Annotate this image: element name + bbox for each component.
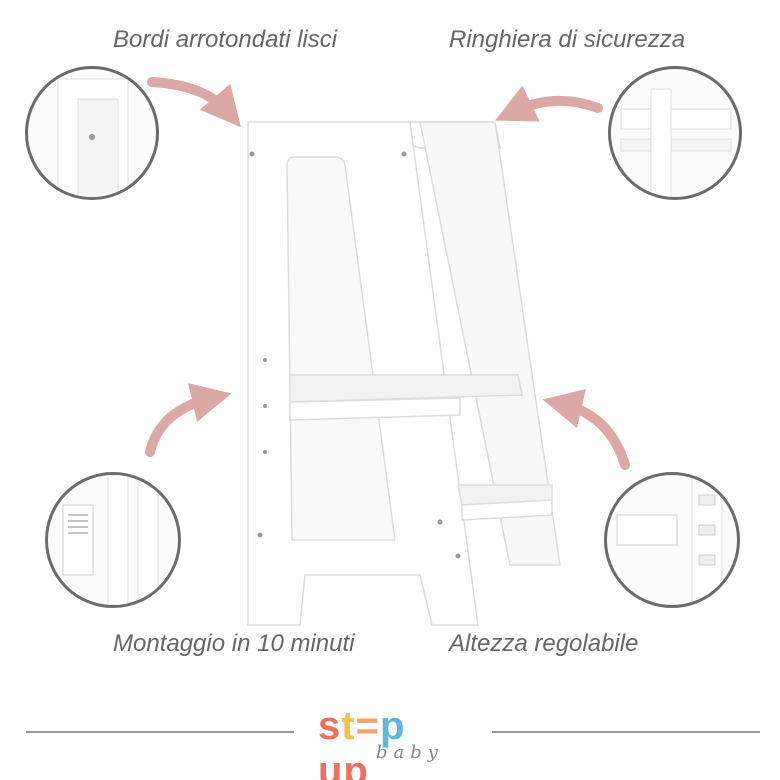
divider-left (26, 731, 294, 733)
edge-detail-image (57, 78, 129, 197)
height-detail-image (616, 475, 723, 605)
detail-circle-edges (25, 66, 159, 200)
learning-tower-image (247, 121, 561, 626)
assembly-detail-image (62, 475, 159, 605)
detail-circle-height (604, 472, 740, 608)
arrow-bottom-left (145, 383, 232, 457)
caption-assembly: Montaggio in 10 minuti (113, 630, 355, 657)
rail-detail-image (620, 88, 732, 197)
detail-circle-rail (608, 66, 742, 200)
caption-safety-rail: Ringhiera di sicurezza (449, 26, 686, 53)
arrow-bottom-right (542, 388, 630, 470)
detail-circle-assembly (45, 472, 181, 608)
arrow-top-right (494, 85, 603, 122)
arrow-top-left (147, 77, 241, 128)
caption-rounded-edges: Bordi arrotondati lisci (113, 26, 338, 53)
step-up-baby-logo: st=p up baby (318, 704, 444, 780)
caption-adjustable-height: Altezza regolabile (449, 630, 639, 657)
divider-right (492, 731, 760, 733)
